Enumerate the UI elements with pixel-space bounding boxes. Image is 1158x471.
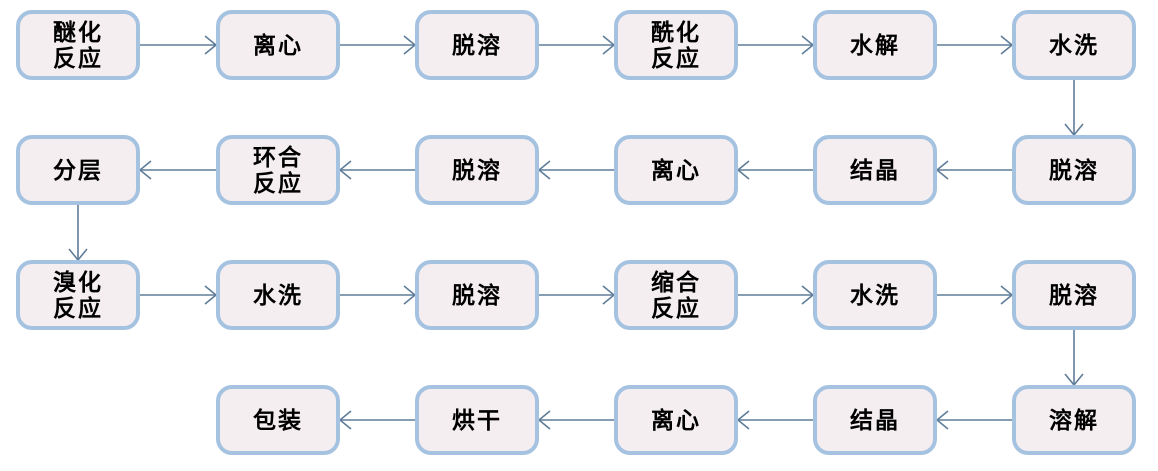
process-step-label: 结晶 [850,406,900,433]
flow-arrow [1064,80,1084,137]
flow-arrow [937,285,1014,305]
process-step-box: 烘干 [415,385,539,455]
process-step-box: 离心 [216,10,340,80]
flow-arrow [736,160,813,180]
process-step-label: 脱溶 [452,156,502,183]
process-step-label: 分层 [53,156,103,183]
flow-arrow [140,35,218,55]
flow-arrow [340,35,417,55]
process-step-label: 脱溶 [1049,281,1099,308]
process-step-box: 离心 [614,385,738,455]
process-step-box: 环合 反应 [216,135,340,205]
flow-arrow [935,160,1012,180]
process-step-label: 离心 [253,31,303,58]
process-step-label: 水解 [850,31,900,58]
process-step-box: 水解 [813,10,937,80]
process-step-label: 水洗 [850,281,900,308]
process-step-box: 脱溶 [415,135,539,205]
process-step-box: 离心 [614,135,738,205]
process-step-label: 烘干 [452,406,502,433]
process-step-label: 水洗 [253,281,303,308]
process-step-box: 水洗 [216,260,340,330]
process-step-label: 缩合 反应 [651,268,701,321]
process-step-box: 脱溶 [1012,135,1136,205]
process-step-box: 包装 [216,385,340,455]
process-step-label: 溴化 反应 [53,268,103,321]
process-step-box: 分层 [16,135,140,205]
process-step-label: 结晶 [850,156,900,183]
flow-arrow [338,160,415,180]
flow-arrow [935,410,1012,430]
process-step-label: 酰化 反应 [651,18,701,71]
flow-arrow [140,285,218,305]
flow-arrow [338,410,415,430]
process-step-box: 结晶 [813,135,937,205]
flow-arrow [738,35,815,55]
flow-arrow [340,285,417,305]
process-step-box: 缩合 反应 [614,260,738,330]
flow-arrow [537,410,614,430]
process-step-label: 包装 [253,406,303,433]
flow-arrow [537,160,614,180]
process-step-label: 溶解 [1049,406,1099,433]
process-step-box: 酰化 反应 [614,10,738,80]
process-step-box: 脱溶 [415,10,539,80]
process-step-box: 醚化 反应 [16,10,140,80]
flow-arrow [738,285,815,305]
process-step-label: 离心 [651,156,701,183]
process-step-box: 水洗 [1012,10,1136,80]
process-step-label: 脱溶 [452,31,502,58]
flow-arrow [68,205,88,262]
process-step-box: 水洗 [813,260,937,330]
process-step-label: 环合 反应 [253,143,303,196]
process-step-label: 脱溶 [1049,156,1099,183]
flow-arrow [138,160,216,180]
flow-arrow [1064,330,1084,387]
process-step-label: 离心 [651,406,701,433]
process-step-label: 脱溶 [452,281,502,308]
flow-arrow [736,410,813,430]
flow-arrow [539,285,616,305]
process-step-label: 水洗 [1049,31,1099,58]
process-step-label: 醚化 反应 [53,18,103,71]
process-step-box: 脱溶 [415,260,539,330]
process-step-box: 溴化 反应 [16,260,140,330]
flow-arrow [937,35,1014,55]
process-step-box: 脱溶 [1012,260,1136,330]
process-step-box: 结晶 [813,385,937,455]
process-step-box: 溶解 [1012,385,1136,455]
flow-arrow [539,35,616,55]
